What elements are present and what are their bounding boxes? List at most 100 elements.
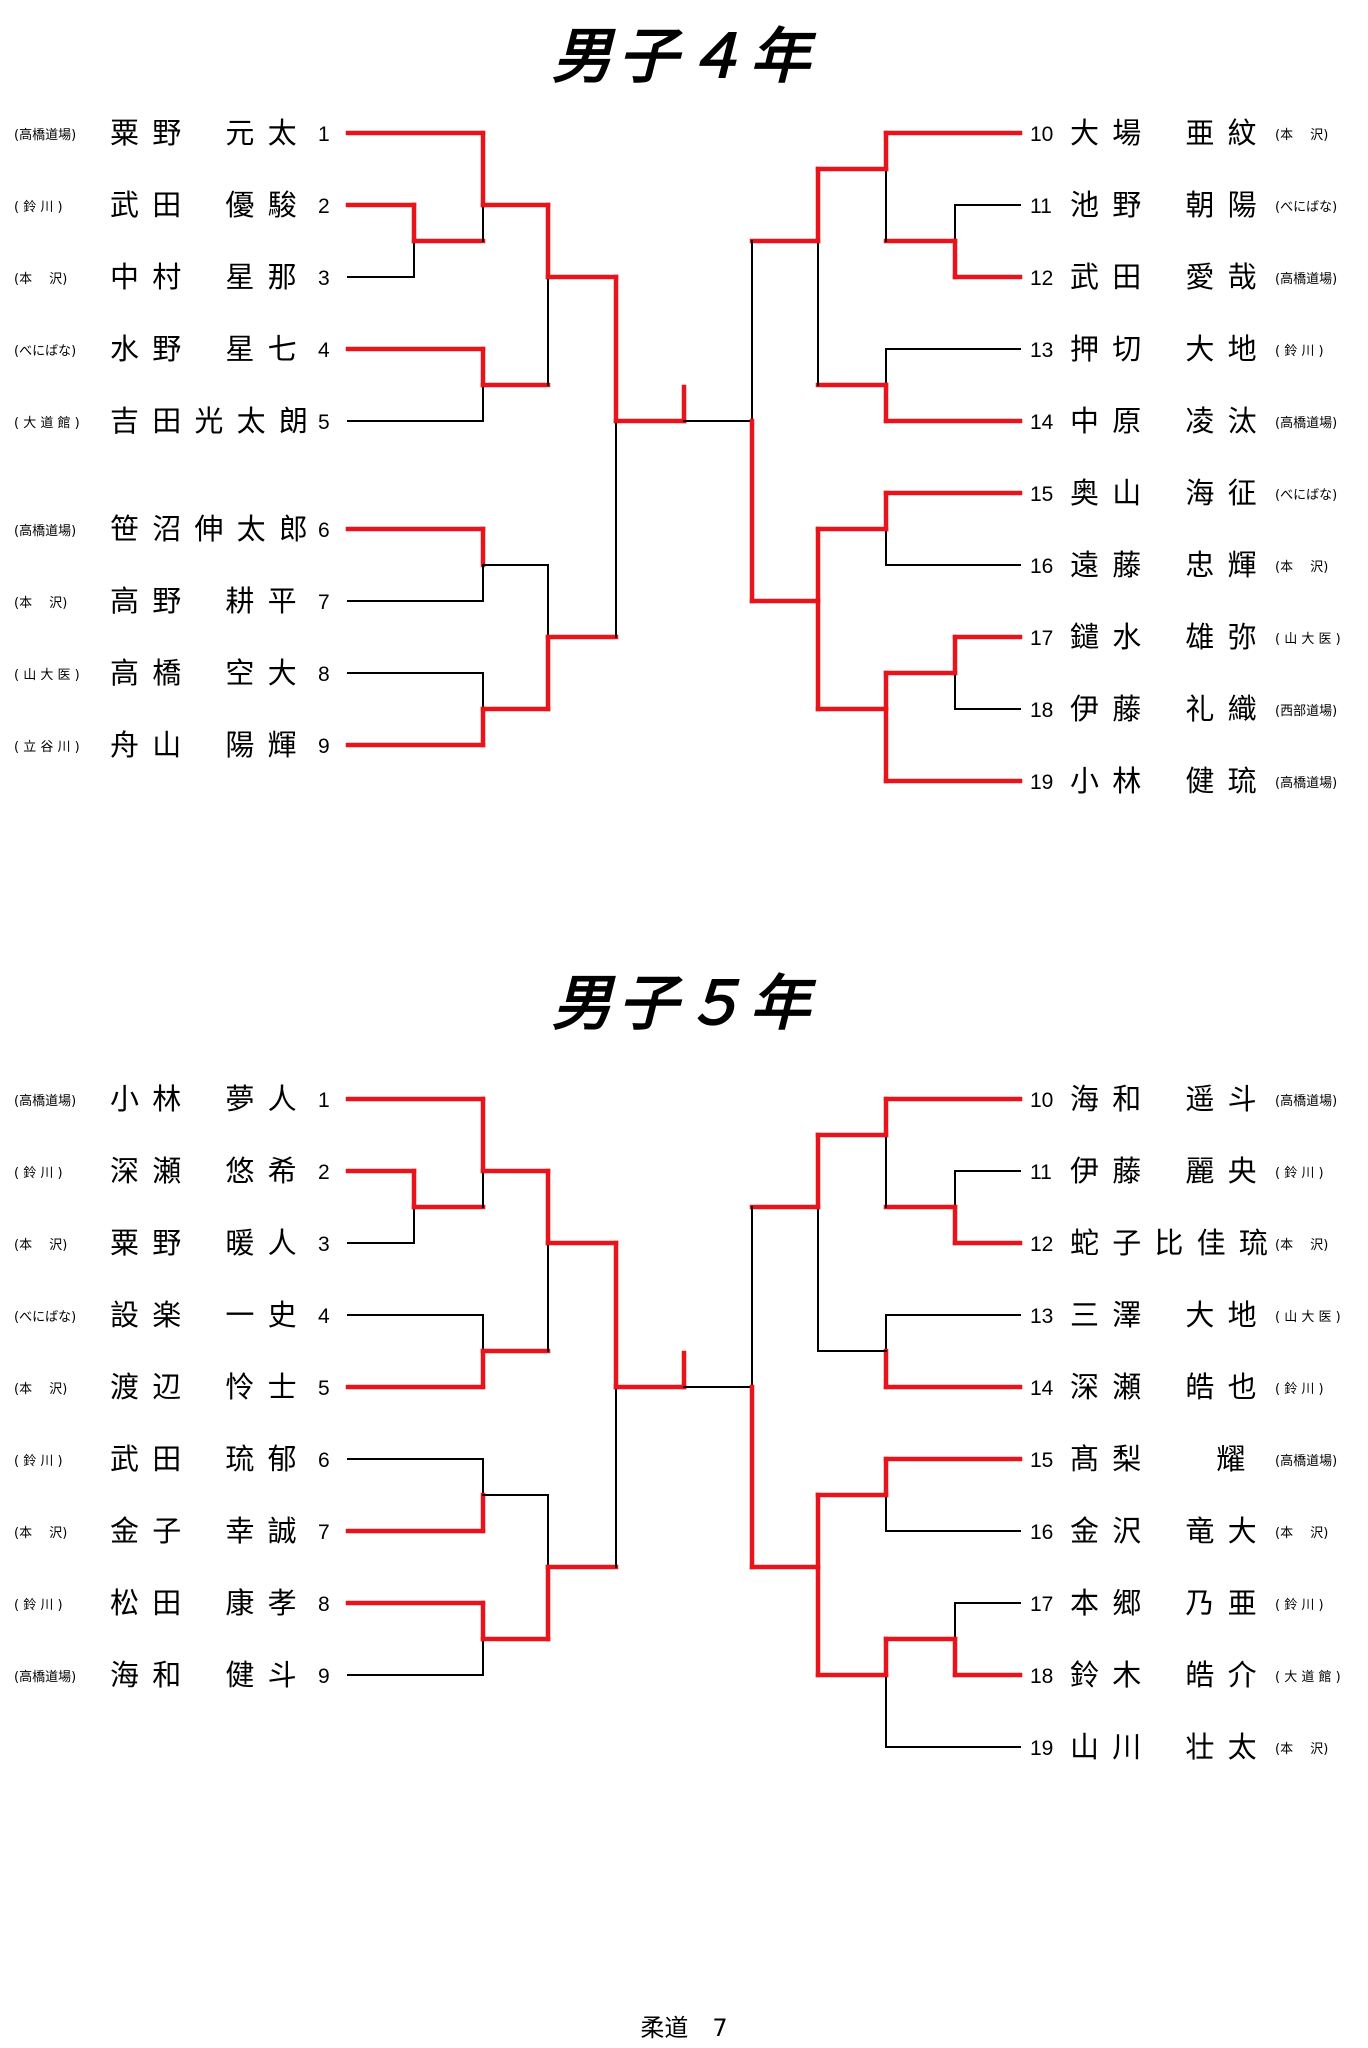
entrant-name: 金 沢 竜 大 — [1070, 1514, 1259, 1548]
entrant-number: 19 — [1030, 771, 1053, 794]
entrant-name: 伊 藤 礼 織 — [1070, 692, 1259, 726]
entrant-club: (本 沢) — [1275, 1238, 1328, 1253]
bracket-lines — [345, 1096, 1023, 1748]
entrant-name: 本 郷 乃 亜 — [1070, 1586, 1259, 1620]
entrant-number: 17 — [1030, 1593, 1053, 1616]
entrant-number: 14 — [1030, 1377, 1054, 1400]
entrant-club: ( 大 道 館 ) — [1275, 1670, 1341, 1685]
entrant-name: 吉 田 光 太 朗 — [110, 404, 310, 438]
entrant-name: 鑓 水 雄 弥 — [1070, 620, 1259, 654]
entrant-club: ( 鈴 川 ) — [1275, 1166, 1324, 1181]
entrant-club: (本 沢) — [1275, 560, 1328, 575]
entrant-name: 鈴 木 皓 介 — [1070, 1658, 1259, 1692]
entrant-number: 11 — [1030, 195, 1052, 218]
entrant-number: 18 — [1030, 1665, 1053, 1688]
entrant-number: 4 — [318, 339, 330, 362]
entrant-name: 武 田 愛 哉 — [1070, 260, 1259, 294]
entrant-club: (高橋道場) — [1275, 775, 1337, 791]
entrant-club: ( 山 大 医 ) — [1275, 1310, 1341, 1325]
entrant-name: 水 野 星 七 — [110, 332, 299, 366]
entrant-name: 小 林 健 琉 — [1070, 764, 1259, 798]
entrant-club: ( 立 谷 川 ) — [14, 740, 80, 755]
entrant-name: 伊 藤 麗 央 — [1070, 1154, 1259, 1188]
entrant-number: 11 — [1030, 1161, 1052, 1184]
entrant-name: 武 田 優 駿 — [110, 188, 299, 222]
entrant-club: ( 鈴 川 ) — [14, 1166, 63, 1181]
entrant-club: (高橋道場) — [1275, 271, 1337, 287]
entrant-club: ( 大 道 館 ) — [14, 416, 80, 431]
entrant-name: 山 川 壮 太 — [1070, 1730, 1259, 1764]
entrant-number: 9 — [318, 1665, 330, 1688]
entrant-name: 粟 野 暖 人 — [110, 1226, 299, 1260]
entrant-right: 17 本 郷 乃 亜 ( 鈴 川 ) — [1030, 1586, 1324, 1620]
entrant-club: (高橋道場) — [1275, 415, 1337, 431]
entrant-number: 6 — [318, 1449, 330, 1472]
entrant-number: 7 — [318, 591, 330, 614]
entrant-number: 14 — [1030, 411, 1054, 434]
entrant-club: (本 沢) — [14, 272, 67, 287]
entrant-number: 10 — [1030, 123, 1053, 146]
entrant-name: 中 原 凌 汰 — [1070, 404, 1259, 438]
entrant-name: 高 橋 空 大 — [110, 656, 299, 690]
entrant-name: 中 村 星 那 — [110, 260, 299, 294]
entrant-club: (本 沢) — [14, 1382, 67, 1397]
entrant-name: 大 場 亜 紋 — [1070, 116, 1259, 150]
entrant-club: (高橋道場) — [14, 523, 76, 539]
entrant-number: 17 — [1030, 627, 1053, 650]
entrant-number: 8 — [318, 1593, 330, 1616]
entrant-club: (西部道場) — [1275, 704, 1337, 719]
bracket-lines — [345, 130, 1023, 784]
entrant-number: 12 — [1030, 1233, 1053, 1256]
entrant-club: (高橋道場) — [14, 1093, 76, 1109]
entrant-club: ( 鈴 川 ) — [14, 1454, 63, 1469]
entrant-club: ( 山 大 医 ) — [1275, 632, 1341, 647]
entrant-name: 三 澤 大 地 — [1070, 1298, 1259, 1332]
entrant-name: 舟 山 陽 輝 — [110, 728, 299, 762]
entrant-club: (べにばな) — [14, 1310, 76, 1325]
entrant-name: 海 和 遥 斗 — [1070, 1082, 1259, 1116]
entrant-number: 16 — [1030, 555, 1053, 578]
entrant-club: (高橋道場) — [14, 127, 76, 143]
entrant-number: 15 — [1030, 483, 1053, 506]
entrant-club: ( 鈴 川 ) — [1275, 1382, 1324, 1397]
entrant-club: ( 鈴 川 ) — [1275, 1598, 1324, 1613]
entrant-name: 渡 辺 怜 士 — [110, 1370, 299, 1404]
entrant-name: 深 瀬 悠 希 — [110, 1154, 299, 1188]
entrant-name: 松 田 康 孝 — [110, 1586, 299, 1620]
entrant-name: 武 田 琉 郁 — [110, 1442, 299, 1476]
entrant-name: 遠 藤 忠 輝 — [1070, 548, 1259, 582]
section-title-grade5: 男子５年 — [552, 969, 816, 1039]
entrant-number: 7 — [318, 1521, 330, 1544]
entrant-club: ( 山 大 医 ) — [14, 668, 80, 683]
entrant-club: (高橋道場) — [1275, 1093, 1337, 1109]
entrant-number: 2 — [318, 195, 330, 218]
entrant-number: 16 — [1030, 1521, 1053, 1544]
entrant-left: (べにばな) 水 野 星 七 4 — [14, 332, 330, 366]
entrant-name: 小 林 夢 人 — [110, 1082, 299, 1116]
entrant-club: (べにばな) — [14, 344, 76, 359]
entrant-number: 2 — [318, 1161, 330, 1184]
entrant-left: ( 鈴 川 ) 武 田 琉 郁 6 — [14, 1442, 330, 1476]
entrant-name: 金 子 幸 誠 — [110, 1514, 299, 1548]
